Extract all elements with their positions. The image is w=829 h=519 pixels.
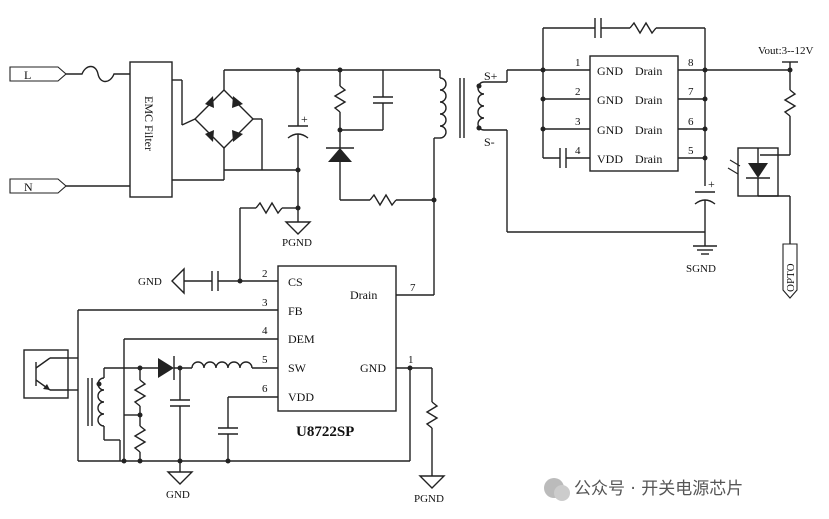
sr-pin3-num: 3 [575,116,581,128]
pgnd-bottom-symbol: PGND [414,475,446,505]
sw-inductor [191,361,253,369]
auxiliary-winding [87,367,140,441]
ctrl-pin1-num: 1 [408,354,414,366]
flyback-transformer: S+ S- [433,69,508,295]
gnd-cs-symbol: GND [138,267,185,295]
dem-upper-resistor [133,379,147,407]
pgnd-top-symbol: PGND [282,221,312,249]
vout-terminal: Vout:3--12V [758,45,813,90]
pgnd-bottom-label: PGND [414,493,444,505]
sr-pin6-name: Drain [635,123,662,137]
rcd-snubber [326,70,434,207]
sr-pin5-name: Drain [635,152,662,166]
vdd-diode [158,356,175,380]
gnd-bottom-label: GND [166,489,190,501]
ground-sense-resistor [425,401,439,429]
ctrl-pin-vdd: VDD [288,390,314,404]
gnd-cs-label: GND [138,276,162,288]
output-cap-plus: + [708,177,715,191]
ctrl-pin-dem: DEM [288,332,315,346]
sr-pin8-num: 8 [688,57,694,69]
current-sense-resistor [255,201,283,215]
sr-pin4-name: VDD [597,152,623,166]
sr-pin7-name: Drain [635,93,662,107]
fuse [66,65,130,83]
input-terminal-n: N [9,178,67,194]
ctrl-pin2-num: 2 [262,268,268,280]
ctrl-pin-sw: SW [288,361,307,375]
emc-filter-label: EMC Filter [142,96,156,151]
sr-pin8-name: Drain [635,64,662,78]
ctrl-pin5-num: 5 [262,354,268,366]
sr-pin7-num: 7 [688,86,694,98]
opto-terminal: OPTO [782,243,798,299]
sr-pin4-num: 4 [575,145,581,157]
ctrl-pin-drain: Drain [350,288,377,302]
ctrl-pin4-num: 4 [262,325,268,337]
ctrl-pin-fb: FB [288,304,303,318]
optocoupler-transistor [23,349,69,399]
sr-pin5-num: 5 [688,145,694,157]
sync-rectifier-ic: + [507,18,790,236]
sr-pin1-name: GND [597,64,623,78]
input-label-n: N [24,180,33,194]
secondary-s-plus-label: S+ [484,69,498,83]
ctrl-pin-cs: CS [288,275,303,289]
ctrl-pin-gnd: GND [360,361,386,375]
ctrl-pin3-num: 3 [262,297,268,309]
opto-label: OPTO [785,263,797,292]
controller-ic: U8722SP [277,265,397,440]
watermark-text: 公众号 · 开关电源芯片 [574,479,743,499]
gnd-bottom-symbol: GND [166,471,194,501]
opto-bias-resistor [783,89,797,117]
vout-label: Vout:3--12V [758,45,813,57]
ctrl-pin7-num: 7 [410,282,416,294]
input-terminal-l: L [9,66,67,82]
sgnd-label: SGND [686,263,716,275]
sr-pin1-num: 1 [575,57,581,69]
bridge-rectifier [172,79,254,181]
watermark: 公众号 · 开关电源芯片 [544,478,743,501]
secondary-s-minus-label: S- [484,135,495,149]
pgnd-top-label: PGND [282,237,312,249]
dem-lower-resistor [133,425,147,453]
sr-pin6-num: 6 [688,116,694,128]
input-label-l: L [24,68,31,82]
controller-part-number: U8722SP [296,424,354,440]
bulk-capacitor: + [287,70,309,222]
sgnd-symbol: SGND [686,236,717,275]
sr-pin3-name: GND [597,123,623,137]
sr-pin2-num: 2 [575,86,581,98]
ctrl-pin6-num: 6 [262,383,268,395]
emc-filter: EMC Filter [129,61,173,198]
bulk-cap-plus: + [301,112,308,126]
sr-pin2-name: GND [597,93,623,107]
